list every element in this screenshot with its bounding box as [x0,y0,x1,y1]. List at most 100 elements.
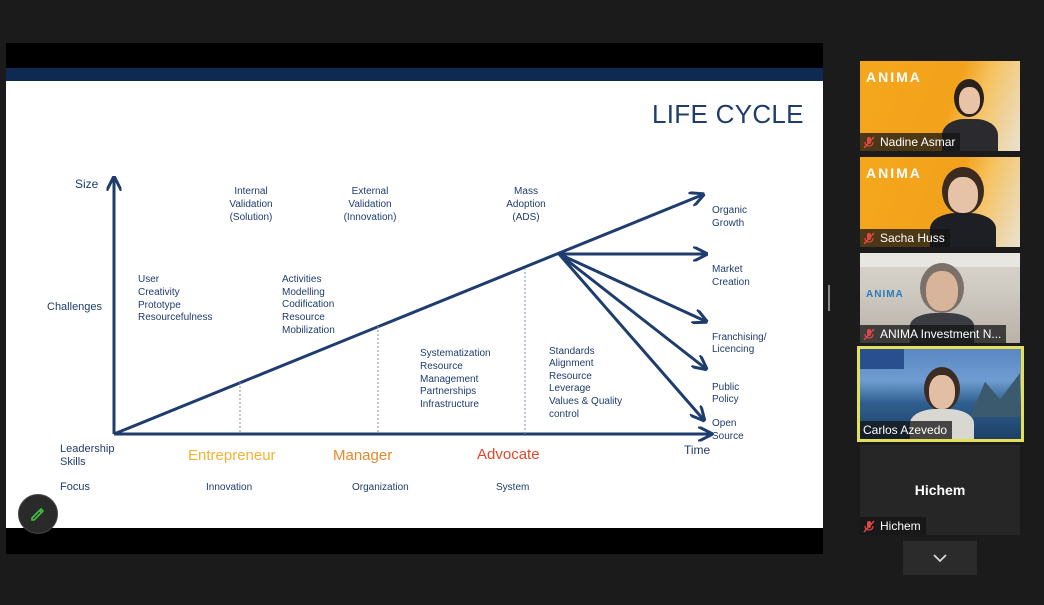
outcome-line: Creation [712,277,750,288]
mic-off-icon [863,136,875,148]
mic-off-icon [863,520,875,532]
outcome-franchising: Franchising/ Licencing [712,332,767,355]
participant-name: Hichem [880,519,921,533]
role-manager: Manager [333,447,392,464]
challenges-systematization: Systematization Resource Management Part… [420,348,491,410]
challenge-item: Management [420,374,479,385]
participant-name-tag: Nadine Asmar [860,133,961,151]
challenge-item: Values & Quality [549,396,622,407]
challenge-item: User [138,274,160,285]
outcome-market-creation: Market Creation [712,264,750,288]
challenge-item: Systematization [420,348,491,359]
outcome-line: Growth [712,218,744,229]
participant-name: Nadine Asmar [880,135,956,149]
phase-line: Validation [229,199,272,210]
participant-tile[interactable]: ANIMA Sacha Huss [860,157,1020,247]
phase-line: Internal [234,186,267,197]
mic-off-icon [863,328,875,340]
challenge-item: Creativity [138,287,180,298]
challenge-item: Leverage [549,383,591,394]
row-label-skills: Skills [60,456,86,468]
challenge-item: Prototype [138,300,181,311]
challenge-item: Resource [420,361,463,372]
chevron-down-icon [933,553,947,562]
pencil-icon [31,508,44,521]
anima-logo: ANIMA [866,289,904,300]
annotate-button[interactable] [18,494,58,534]
challenge-item: Resourcefulness [138,312,212,323]
challenge-item: Resource [282,312,325,323]
slide-content: LIFE CYCLE Size Time [6,81,823,528]
challenges-internal: User Creativity Prototype Resourcefulnes… [138,274,212,323]
phase-internal-validation: Internal Validation (Solution) [229,186,272,223]
role-entrepreneur: Entrepreneur [188,447,276,464]
participant-tile[interactable]: ANIMA Nadine Asmar [860,61,1020,151]
panel-splitter-handle[interactable] [828,285,830,311]
participant-name-tag: Hichem [860,517,926,535]
life-cycle-diagram: Size Time Challenges Leadership Skills F… [47,81,767,493]
challenge-item: Standards [549,346,595,357]
phase-line: (Innovation) [344,212,397,223]
show-more-participants-button[interactable] [903,541,977,575]
row-label-leadership: Leadership [60,443,114,455]
branch-open-source [557,253,703,419]
role-advocate: Advocate [477,446,540,463]
outcome-public-policy: Public Policy [712,382,739,405]
phase-line: Validation [348,199,391,210]
participant-avatar-name: Hichem [914,482,966,498]
branch-public-policy [558,252,705,368]
challenge-item: control [549,409,579,420]
challenge-item: Codification [282,299,334,310]
growth-line [113,195,702,436]
branch-franchising [558,252,705,321]
participant-name-tag: Sacha Huss [860,229,950,247]
challenge-item: Activities [282,274,321,285]
challenge-item: Modelling [282,287,325,298]
row-label-focus: Focus [60,481,90,493]
challenges-external: Activities Modelling Codification Resour… [282,274,335,336]
challenge-item: Infrastructure [420,399,479,410]
participant-name: Carlos Azevedo [863,423,948,437]
phase-line: (ADS) [512,212,539,223]
focus-system: System [496,482,529,493]
challenge-item: Alignment [549,358,594,369]
x-axis-label: Time [684,443,711,457]
outcome-line: Organic [712,205,747,216]
challenge-item: Partnerships [420,386,476,397]
phase-line: Mass [514,186,538,197]
outcome-organic-growth: Organic Growth [712,205,747,229]
challenge-item: Mobilization [282,325,335,336]
outcome-open-source: Open Source [712,418,744,442]
participant-name: ANIMA Investment N... [880,327,1002,341]
anima-logo: ANIMA [866,165,922,181]
participant-name-tag: Carlos Azevedo [860,421,953,439]
outcome-line: Licencing [712,344,754,355]
phase-line: (Solution) [230,212,273,223]
participant-name-tag: ANIMA Investment N... [860,325,1007,343]
focus-organization: Organization [352,482,409,493]
anima-logo: ANIMA [866,69,922,85]
focus-innovation: Innovation [206,482,252,493]
participant-tile[interactable]: ANIMA ANIMA Investment N... [860,253,1020,343]
outcome-line: Market [712,264,743,275]
participant-tile-active-speaker[interactable]: Carlos Azevedo [857,346,1024,442]
y-axis-label: Size [75,177,99,191]
row-label-challenges: Challenges [47,301,103,313]
outcome-line: Open [712,418,736,429]
slide-title: LIFE CYCLE [652,99,804,129]
phase-mass-adoption: Mass Adoption (ADS) [506,186,545,223]
participant-tile[interactable]: Hichem Hichem [860,445,1020,535]
phase-line: External [352,186,389,197]
phase-line: Adoption [506,199,545,210]
outcome-line: Policy [712,394,739,405]
outcome-line: Public [712,382,739,393]
challenges-standards: Standards Alignment Resource Leverage Va… [549,346,622,420]
challenge-item: Resource [549,371,592,382]
mic-off-icon [863,232,875,244]
participant-name: Sacha Huss [880,231,945,245]
phase-external-validation: External Validation (Innovation) [344,186,397,223]
outcome-line: Franchising/ [712,332,767,343]
outcome-line: Source [712,431,744,442]
slide-header-bar [6,68,823,81]
shared-slide: LIFE CYCLE Size Time [6,43,823,554]
